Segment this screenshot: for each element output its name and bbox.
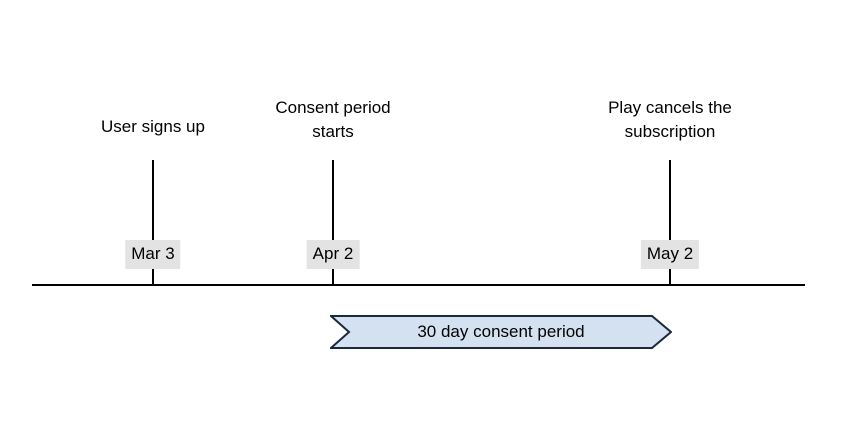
consent-period-banner-shape xyxy=(330,315,672,349)
event-tick-cancel xyxy=(669,160,671,284)
event-tick-signup xyxy=(152,160,154,284)
event-label-cancel: Play cancels the subscription xyxy=(608,98,732,141)
event-label-signup: User signs up xyxy=(101,117,205,136)
consent-period-banner-label: 30 day consent period xyxy=(417,322,585,341)
event-date-cancel: May 2 xyxy=(640,240,700,269)
event-tick-consent-start xyxy=(332,160,334,284)
event-date-signup: Mar 3 xyxy=(125,240,181,269)
timeline-axis xyxy=(32,284,805,286)
event-date-consent-start: Apr 2 xyxy=(306,240,360,269)
event-label-consent-start: Consent period starts xyxy=(275,98,391,141)
consent-period-banner: 30 day consent period xyxy=(330,315,672,349)
banner-polygon xyxy=(330,315,672,349)
